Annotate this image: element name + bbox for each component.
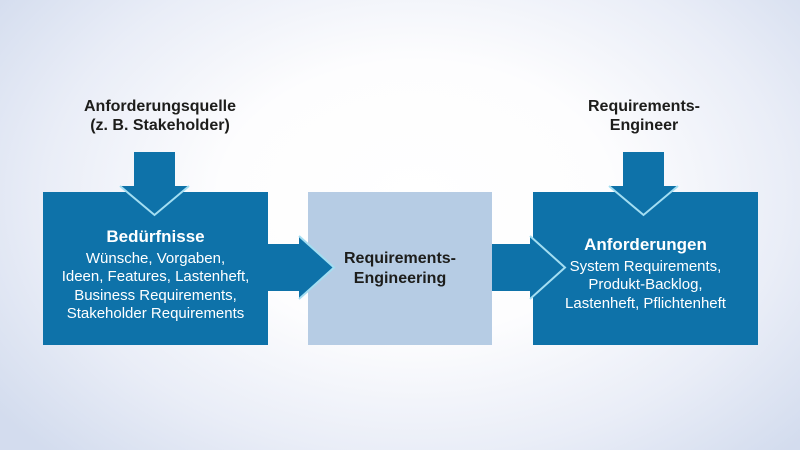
process-box-line1: Requirements-: [343, 249, 457, 267]
needs-box-line: Business Requirements,: [74, 286, 237, 304]
engineer-label-line2: Engineer: [609, 117, 679, 134]
requirements-box: Anforderungen System Requirements, Produ…: [533, 192, 758, 345]
process-box: Requirements- Engineering: [308, 192, 492, 345]
engineer-label: Requirements- Engineer: [494, 97, 794, 135]
requirements-box-line: Produkt-Backlog,: [588, 276, 703, 294]
requirements-box-title: Anforderungen: [584, 234, 707, 254]
source-label-line2: (z. B. Stakeholder): [90, 117, 230, 134]
requirements-box-line: Lastenheft, Pflichtenheft: [565, 294, 726, 312]
process-box-line2: Engineering: [353, 269, 447, 287]
requirements-box-line: System Requirements,: [569, 257, 722, 275]
needs-box-line: Wünsche, Vorgaben,: [85, 249, 226, 267]
needs-box-line: Ideen, Features, Lastenheft,: [61, 268, 250, 285]
needs-box: Bedürfnisse Wünsche, Vorgaben, Ideen, Fe…: [43, 192, 268, 345]
source-label-line1: Anforderungsquelle: [83, 98, 236, 115]
needs-box-title: Bedürfnisse: [106, 226, 205, 246]
source-label: Anforderungsquelle (z. B. Stakeholder): [10, 97, 310, 135]
needs-box-line: Stakeholder Requirements: [66, 305, 245, 322]
engineer-label-line1: Requirements-: [587, 98, 701, 115]
